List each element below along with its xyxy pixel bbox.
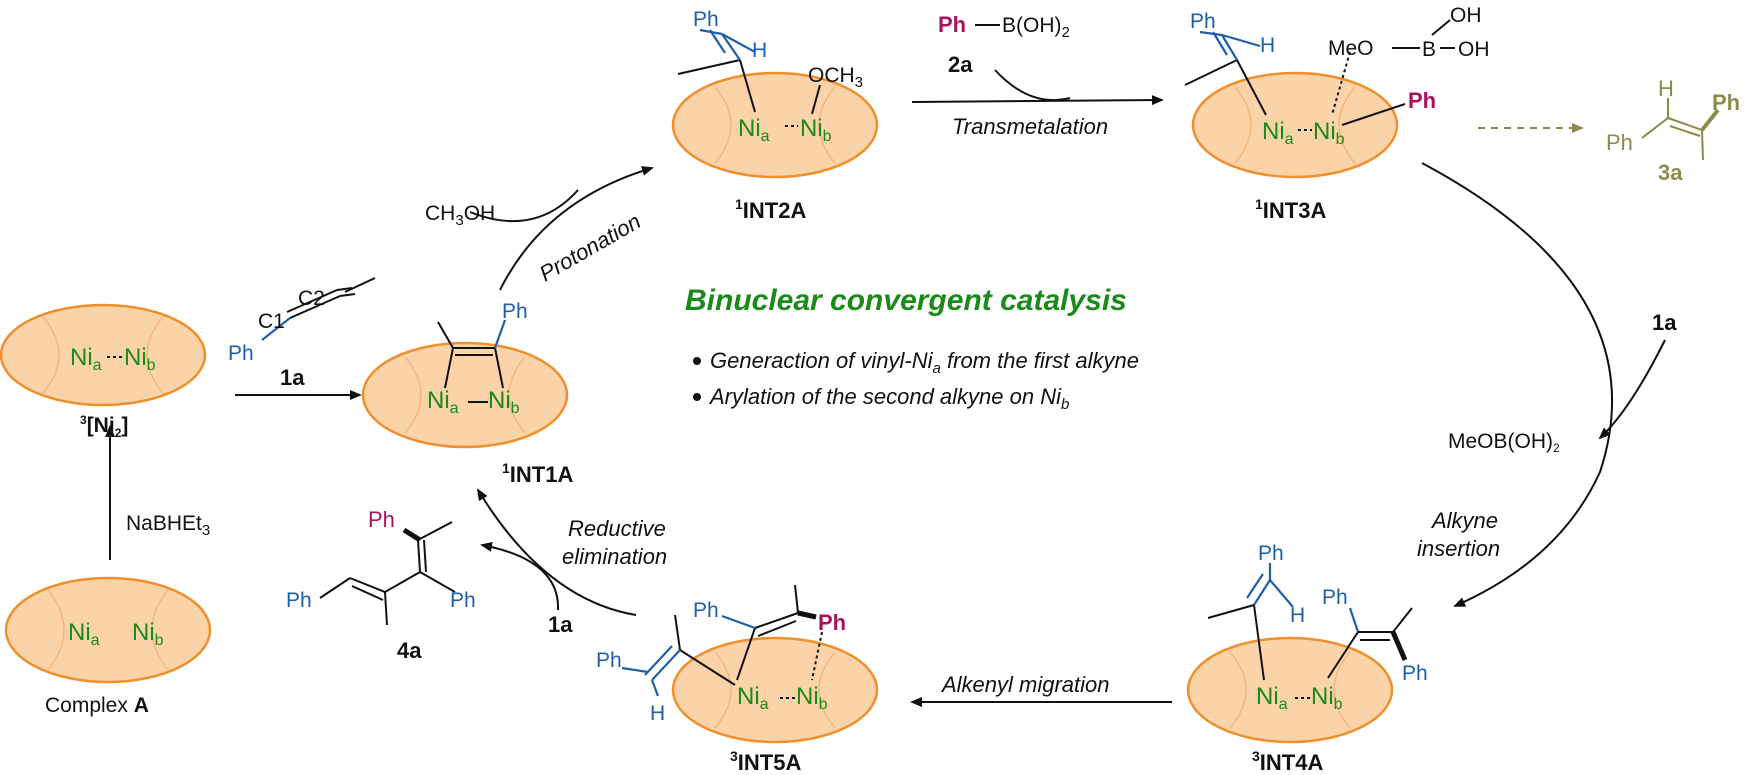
svg-text:Ph: Ph <box>368 507 395 532</box>
protonation-arrow <box>499 166 654 291</box>
svg-text:Ph: Ph <box>693 599 719 622</box>
svg-text:Nia: Nia <box>1256 683 1288 713</box>
phenylboronic-acid-2a: Ph B(OH)2 2a <box>938 12 1070 77</box>
svg-text:H: H <box>752 39 767 62</box>
reductive-elimination-arrow <box>476 488 637 616</box>
svg-text:Ph: Ph <box>1408 88 1436 113</box>
svg-text:2a: 2a <box>948 52 973 77</box>
svg-text:Ph: Ph <box>286 589 312 612</box>
svg-text:Arylation of the second alkyne: Arylation of the second alkyne on Nib <box>708 384 1069 413</box>
svg-text:OCH3: OCH3 <box>808 64 863 91</box>
svg-text:Nib: Nib <box>124 344 156 374</box>
int3a: Ph H MeO B OH OH Ph Nia Nib 1INT3A <box>1184 4 1490 223</box>
svg-text:MeO: MeO <box>1328 37 1374 60</box>
svg-text:Ph: Ph <box>1712 90 1740 115</box>
svg-text:1INT1A: 1INT1A <box>502 460 573 487</box>
svg-text:Ph: Ph <box>228 342 254 365</box>
meob-byproduct: MeOB(OH)2 <box>1448 430 1560 455</box>
svg-text:Ph: Ph <box>693 8 719 31</box>
svg-text:B(OH)2: B(OH)2 <box>1002 14 1070 41</box>
1a-feed-arrow-right <box>1598 339 1666 440</box>
svg-text:Ph: Ph <box>1402 662 1428 685</box>
svg-text:Nib: Nib <box>1313 118 1345 148</box>
transmetalation-label: Transmetalation <box>952 114 1108 139</box>
int2a: Ph H OCH3 Nia Nib 1INT2A <box>671 8 879 223</box>
alkyne-insertion-label-1: Alkyne <box>1430 508 1498 533</box>
alkenyl-migration-label: Alkenyl migration <box>940 672 1110 697</box>
svg-text:4a: 4a <box>397 638 422 663</box>
int4a: Ph H Ph Ph Nia Nib 3INT4A <box>1186 542 1428 775</box>
alkyne-1a-label-right: 1a <box>1652 310 1677 335</box>
ch3oh-feed-arrow <box>469 189 579 223</box>
reductive-elimination-label-2: elimination <box>562 544 667 569</box>
svg-text:Ph: Ph <box>1606 130 1633 155</box>
svg-text:1a: 1a <box>280 365 305 390</box>
svg-text:Nib: Nib <box>796 683 828 713</box>
ni2-complex: Nia Nib 3[Ni2] <box>0 303 207 440</box>
svg-text:Ph: Ph <box>1258 542 1284 565</box>
svg-text:1INT2A: 1INT2A <box>735 196 806 223</box>
scheme-title: Binuclear convergent catalysis <box>685 284 1127 317</box>
2a-feed-arrow <box>994 69 1071 102</box>
svg-text:Ph: Ph <box>938 12 966 37</box>
svg-text:Ph: Ph <box>596 649 622 672</box>
int1a: Ph Nia Nib 1INT1A <box>361 300 573 487</box>
svg-text:OH: OH <box>1450 4 1482 27</box>
ch3oh-reagent: CH3OH <box>425 202 495 229</box>
svg-text:Ph: Ph <box>1322 586 1348 609</box>
svg-text:3INT5A: 3INT5A <box>730 748 801 775</box>
svg-text:Nia: Nia <box>68 619 100 649</box>
svg-text:1INT3A: 1INT3A <box>1255 196 1326 223</box>
svg-text:Nia: Nia <box>737 683 769 713</box>
svg-text:Nia: Nia <box>427 387 459 417</box>
svg-text:H: H <box>1658 76 1674 101</box>
svg-text:C2: C2 <box>298 287 325 310</box>
svg-text:Nib: Nib <box>132 619 164 649</box>
svg-text:Ph: Ph <box>818 610 846 635</box>
nabhet3-reagent: NaBHEt3 <box>126 512 210 539</box>
svg-text:3a: 3a <box>1658 160 1683 185</box>
svg-text:Ph: Ph <box>450 589 476 612</box>
svg-text:3INT4A: 3INT4A <box>1252 748 1323 775</box>
svg-text:OH: OH <box>1458 38 1490 61</box>
protonation-label: Protonation <box>535 208 645 286</box>
svg-text:Generaction of vinyl-Nia from: Generaction of vinyl-Nia from the first … <box>710 348 1139 377</box>
svg-text:Nib: Nib <box>800 115 832 145</box>
svg-text:B: B <box>1422 38 1436 61</box>
int5a: Ph Ph Ph H Nia Nib 3INT5A <box>596 584 879 775</box>
transmetalation-arrow <box>911 95 1164 106</box>
product-4a-release-arrow <box>480 541 560 611</box>
svg-text:C1: C1 <box>258 310 285 333</box>
svg-text:3[Ni2]: 3[Ni2] <box>80 413 128 440</box>
svg-text:Nia: Nia <box>1262 118 1294 148</box>
svg-text:H: H <box>1290 604 1305 627</box>
alkyne-1a-label-bottom: 1a <box>548 612 573 637</box>
svg-text:Nia: Nia <box>738 115 770 145</box>
complex-a: Nia Nib Complex A <box>4 576 212 717</box>
svg-text:Nib: Nib <box>1311 683 1343 713</box>
bullet-list: Generaction of vinyl-Nia from the first … <box>693 348 1139 413</box>
product-4a: Ph Ph Ph 4a <box>286 507 476 663</box>
svg-text:Ph: Ph <box>1190 10 1216 33</box>
svg-text:Complex A: Complex A <box>45 694 149 717</box>
alkyne-insertion-label-2: insertion <box>1417 536 1500 561</box>
product-3a: H Ph Ph 3a <box>1606 76 1740 185</box>
alkyne-1a-reagent: Ph C1 C2 1a <box>228 277 376 390</box>
svg-text:Nib: Nib <box>488 387 520 417</box>
svg-text:H: H <box>1260 34 1275 57</box>
svg-text:H: H <box>650 702 665 725</box>
svg-text:Ph: Ph <box>502 300 528 323</box>
svg-text:Nia: Nia <box>70 344 102 374</box>
reductive-elimination-label-1: Reductive <box>568 516 666 541</box>
